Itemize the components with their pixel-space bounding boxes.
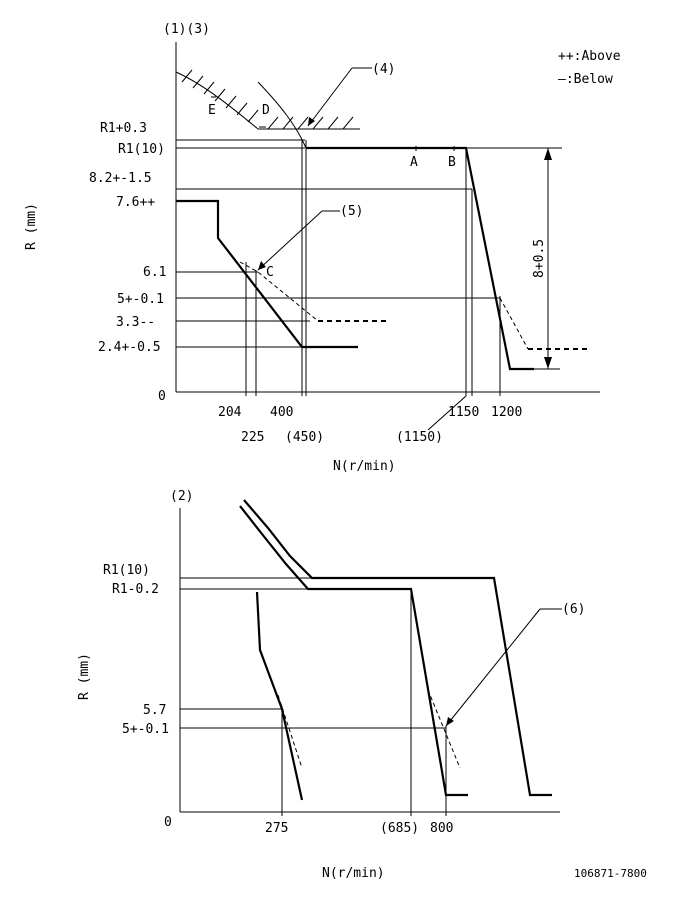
- bottom-xlabel-685: (685): [380, 821, 419, 836]
- top-dim-label: 8+0.5: [532, 239, 547, 278]
- legend-below: —:Below: [558, 72, 613, 87]
- bottom-chart-header: (2): [170, 489, 193, 504]
- top-xlabel-204: 204: [218, 405, 242, 420]
- bottom-callout-6: (6): [562, 602, 585, 617]
- bottom-x-axis-label: N(r/min): [322, 866, 385, 881]
- bottom-callout-6-leader: [445, 608, 541, 727]
- top-limit-boundary: [175, 71, 360, 130]
- top-dim-arrow-down: [544, 357, 552, 369]
- bottom-y-axis-label: R (mm): [77, 653, 92, 700]
- top-xlabel-400: 400: [270, 405, 293, 420]
- top-limit-hatching: [181, 69, 354, 130]
- top-origin-label: 0: [158, 389, 166, 404]
- top-point-c: C: [266, 265, 274, 280]
- top-xlabel-1150-leader: [427, 395, 467, 431]
- top-ylabel-r1: R1(10): [118, 142, 165, 157]
- top-x-axis-label: N(r/min): [333, 459, 396, 474]
- top-callout-5-arrow: [258, 261, 266, 270]
- top-curve-main-plateau: [306, 146, 534, 371]
- top-callout-5: (5): [340, 204, 363, 219]
- bottom-ylabel-r1-minus: R1-0.2: [112, 582, 159, 597]
- top-ylabel-8-2: 8.2+-1.5: [89, 171, 152, 186]
- top-y-axis-label: R (mm): [24, 203, 39, 250]
- top-xlabel-450: (450): [285, 430, 324, 445]
- bottom-ylabel-5: 5+-0.1: [122, 722, 169, 737]
- bottom-curve-outer: [243, 499, 552, 797]
- top-point-a: A: [410, 155, 418, 170]
- top-ylabel-6-1: 6.1: [143, 265, 166, 280]
- top-point-e: E: [208, 103, 216, 118]
- top-curve-idle-dashed: [239, 261, 319, 322]
- legend-above: ++:Above: [558, 49, 621, 64]
- top-curve-idle: [176, 199, 358, 349]
- top-callout-5-leader: [257, 210, 323, 271]
- bottom-xlabel-275: 275: [265, 821, 288, 836]
- top-callout-4-leader: [307, 67, 353, 127]
- part-number: 106871-7800: [574, 867, 647, 880]
- top-ylabel-5: 5+-0.1: [117, 292, 164, 307]
- bottom-curve-low: [255, 591, 304, 801]
- top-chart: (1)(3) R (mm) N(r/min) 0 R1+0.3 R1(10) 8…: [24, 22, 600, 474]
- top-callout-4: (4): [372, 62, 395, 77]
- top-point-b: B: [448, 155, 456, 170]
- bottom-ylabel-5-7: 5.7: [143, 703, 166, 718]
- bottom-curve-mid-dashed: [427, 689, 461, 769]
- top-dim-arrow-up: [544, 148, 552, 160]
- bottom-curve-inner: [239, 505, 468, 797]
- top-xlabel-1200: 1200: [491, 405, 522, 420]
- top-xlabel-1150-paren: (1150): [396, 430, 443, 445]
- top-ylabel-3-3: 3.3--: [116, 315, 155, 330]
- top-ylabel-7-6: 7.6++: [116, 195, 155, 210]
- top-ylabel-r1-plus: R1+0.3: [100, 121, 147, 136]
- top-ylabel-2-4: 2.4+-0.5: [98, 340, 161, 355]
- bottom-chart: (2) R (mm) N(r/min) 0 R1(10) R1-0.2 5.7 …: [77, 489, 585, 881]
- top-xlabel-225: 225: [241, 430, 264, 445]
- bottom-callout-6-arrow: [446, 717, 454, 726]
- top-chart-header: (1)(3): [163, 22, 210, 37]
- bottom-curve-low-dashed: [277, 694, 303, 769]
- top-callout-4-arrow: [308, 117, 315, 126]
- top-point-d: D: [262, 103, 270, 118]
- top-xlabel-1150: 1150: [448, 405, 479, 420]
- top-curve-right-dashed: [499, 297, 529, 350]
- top-curve-upper: [257, 81, 307, 149]
- bottom-ylabel-r1: R1(10): [103, 563, 150, 578]
- bottom-origin-label: 0: [164, 815, 172, 830]
- bottom-xlabel-800: 800: [430, 821, 453, 836]
